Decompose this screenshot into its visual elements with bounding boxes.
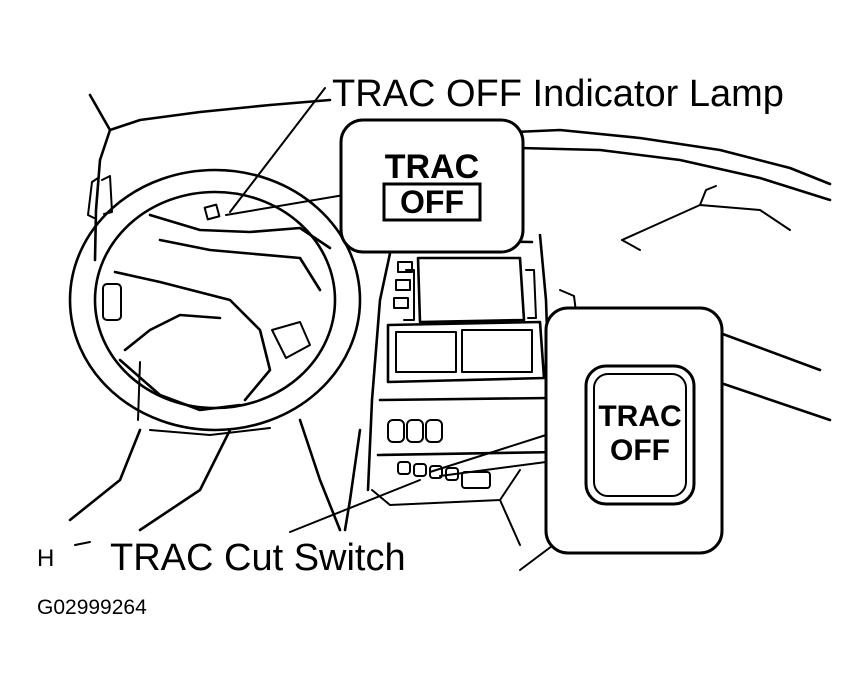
lamp-callout-line1: TRAC <box>385 148 479 186</box>
cut-switch-label: TRAC Cut Switch <box>110 537 406 579</box>
steering-wheel <box>68 168 362 436</box>
corner-mark: H <box>37 545 54 572</box>
indicator-lamp-label: TRAC OFF Indicator Lamp <box>332 73 784 115</box>
indicator-lamp-callout: TRAC OFF <box>339 118 525 254</box>
cut-switch-callout: TRAC OFF <box>544 306 724 555</box>
switch-button-outer <box>584 364 696 506</box>
lamp-callout-line2: OFF <box>400 184 464 220</box>
steering-column <box>68 418 362 532</box>
indicator-lamp-marker <box>203 203 221 221</box>
center-console <box>366 228 562 571</box>
dashboard-outline <box>87 93 832 422</box>
figure-code: G02999264 <box>37 596 147 619</box>
switch-button-inner <box>593 373 687 497</box>
switch-callout-line1: TRAC <box>598 400 681 433</box>
switch-callout-line2: OFF <box>610 434 670 467</box>
lamp-off-frame <box>382 182 482 222</box>
leader-lines <box>74 87 547 546</box>
